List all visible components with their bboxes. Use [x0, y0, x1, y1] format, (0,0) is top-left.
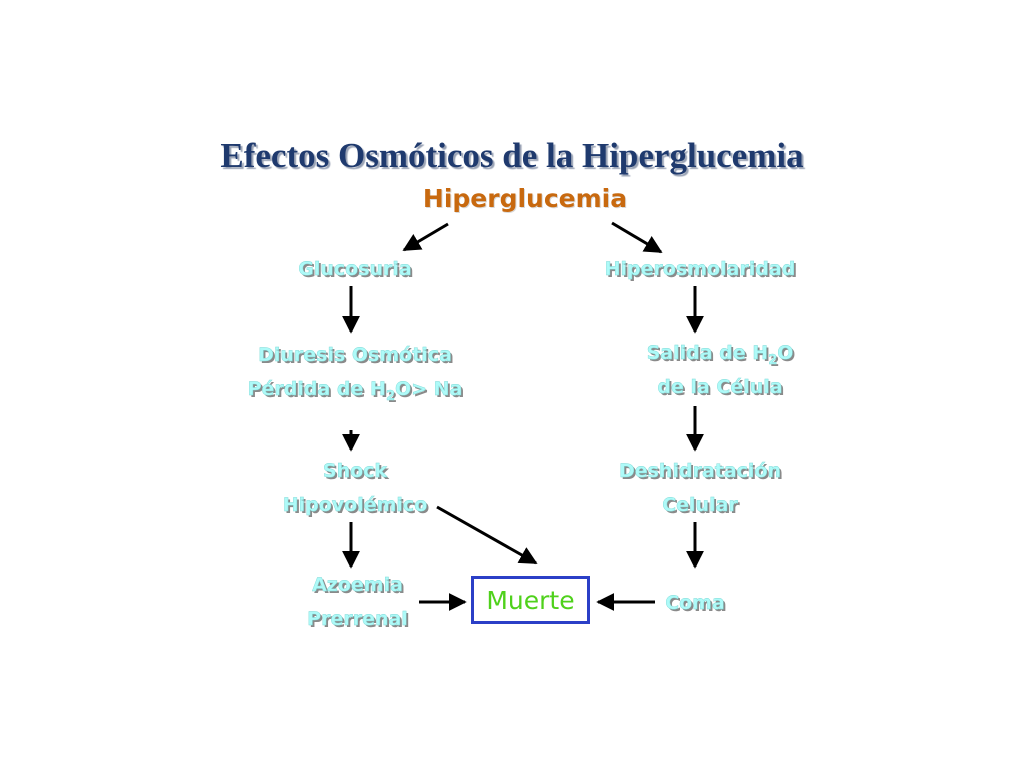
node-glucosuria: Glucosuria: [260, 252, 450, 286]
node-hiperosmolaridad: Hiperosmolaridad: [570, 252, 830, 286]
diuresis-text-a: Pérdida de H: [247, 378, 386, 400]
node-hiperosmolaridad-label: Hiperosmolaridad: [604, 258, 796, 280]
node-coma-label: Coma: [665, 592, 725, 614]
salida-subscript: 2: [768, 352, 778, 368]
node-shock-hipovolemico: Shock Hipovolémico: [250, 454, 460, 522]
node-shock-line2: Hipovolémico: [282, 494, 428, 516]
node-deshidratacion-line1: Deshidratación: [618, 460, 782, 482]
arrow-root-to-hiperosmolaridad: [611, 221, 663, 254]
node-deshidratacion-line2: Celular: [662, 494, 738, 516]
node-muerte-label: Muerte: [486, 585, 575, 615]
node-azoemia-line1: Azoemia: [312, 574, 403, 596]
node-azoemia-line2: Prerrenal: [307, 608, 408, 630]
node-salida-h2o: Salida de H2O de la Célula: [595, 336, 845, 404]
node-diuresis-line1: Diuresis Osmótica: [258, 344, 452, 366]
node-salida-line1: Salida de H2O: [595, 336, 845, 370]
salida-text-b: O: [777, 342, 794, 364]
arrow-shock-to-muerte: [436, 505, 538, 565]
node-deshidratacion-celular: Deshidratación Celular: [585, 454, 815, 522]
node-shock-line1: Shock: [322, 460, 388, 482]
node-salida-line2: de la Célula: [657, 376, 783, 398]
node-glucosuria-label: Glucosuria: [298, 258, 412, 280]
diuresis-text-b: O> Na: [394, 378, 463, 400]
node-azoemia-prerrenal: Azoemia Prerrenal: [270, 568, 445, 636]
node-muerte-box: Muerte: [471, 576, 590, 624]
diuresis-subscript: 2: [385, 388, 395, 404]
arrow-root-to-glucosuria: [402, 222, 449, 252]
node-coma: Coma: [640, 586, 750, 620]
salida-text-a: Salida de H: [646, 342, 769, 364]
root-node-hiperglucemia: Hiperglucemia: [422, 184, 628, 213]
node-diuresis-line2: Pérdida de H2O> Na: [215, 372, 495, 406]
node-diuresis-osmotica: Diuresis Osmótica Pérdida de H2O> Na: [215, 338, 495, 406]
diagram-title: Efectos Osmóticos de la Hiperglucemia: [220, 136, 804, 175]
